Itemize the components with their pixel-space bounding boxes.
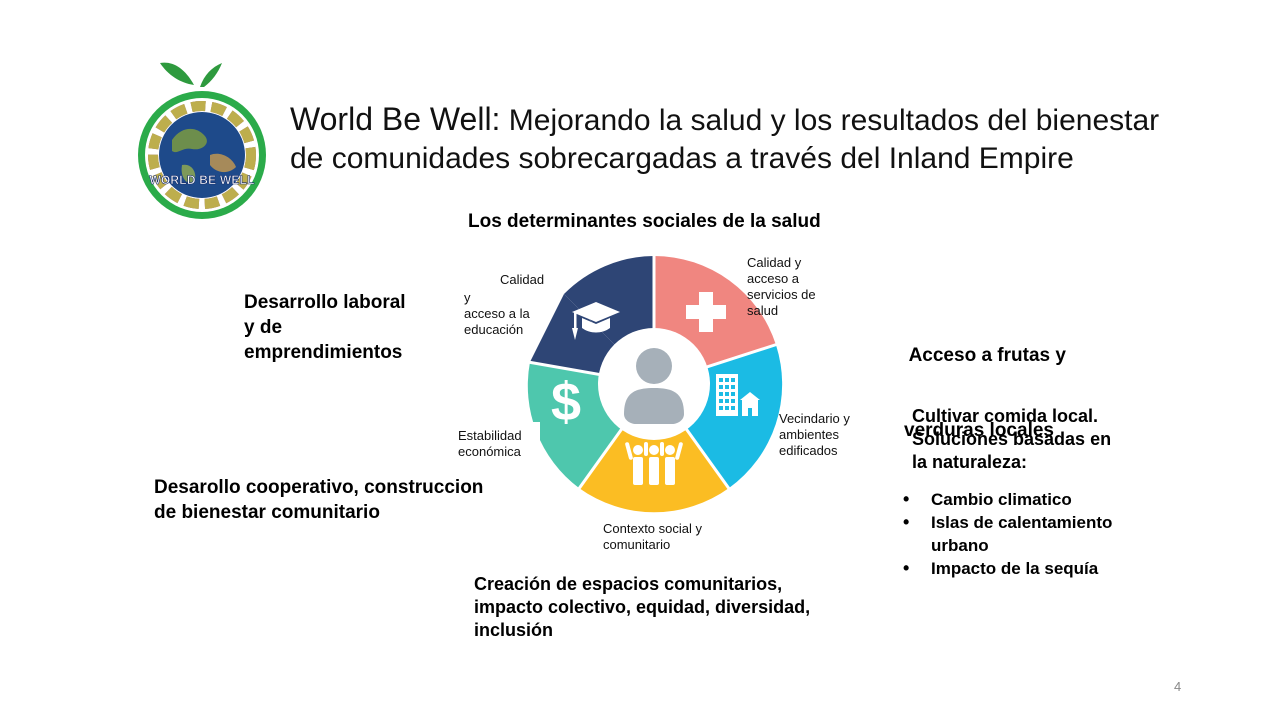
earth-apple-logo-icon: [138, 62, 266, 219]
people-group-icon: [625, 442, 683, 485]
determinants-wheel: $: [520, 250, 788, 518]
label-neighborhood: Vecindario y ambientes edificados: [779, 411, 850, 458]
page-number: 4: [1174, 679, 1182, 694]
label-health: Calidad y acceso a servicios de salud: [747, 255, 816, 318]
medical-cross-icon: [686, 292, 726, 332]
label-labor-development: Desarrollo laboral y de emprendimientos: [244, 292, 406, 363]
label-education-line1: Calidad: [500, 272, 545, 287]
dollar-icon: $: [551, 372, 581, 432]
list-item: Cambio climatico: [903, 488, 1163, 511]
list-item: Islas de calentamiento urbano: [903, 511, 1163, 557]
buildings-icon: [716, 374, 760, 416]
world-be-well-logo: WORLD BE WELL: [132, 55, 272, 225]
title-text: Mejorando la salud y los resultados del …: [290, 104, 1160, 175]
label-community-spaces: Creación de espacios comunitarios, impac…: [474, 574, 811, 640]
label-local-produce: Acceso a frutas y verduras locales: [904, 345, 1066, 441]
page-title: World Be Well: Mejorando la salud y los …: [290, 100, 1190, 178]
label-grow-local-food: Cultivar comida local. Soluciones basada…: [912, 406, 1112, 472]
label-economic: Estabilidad económica: [458, 428, 522, 459]
label-social: Contexto social y comunitario: [603, 521, 702, 552]
label-cooperative-development: Desarollo cooperativo, construccion de b…: [154, 477, 484, 523]
label-education: y acceso a la educación: [464, 290, 530, 337]
graduation-cap-icon: [572, 302, 620, 340]
title-brand: World Be Well:: [290, 101, 501, 137]
nature-solutions-list: Cambio climatico Islas de calentamiento …: [903, 488, 1163, 580]
person-icon: [624, 348, 684, 424]
list-item: Impacto de la sequía: [903, 557, 1163, 580]
logo-text: WORLD BE WELL: [149, 173, 255, 188]
diagram-subtitle: Los determinantes sociales de la salud: [468, 211, 821, 232]
